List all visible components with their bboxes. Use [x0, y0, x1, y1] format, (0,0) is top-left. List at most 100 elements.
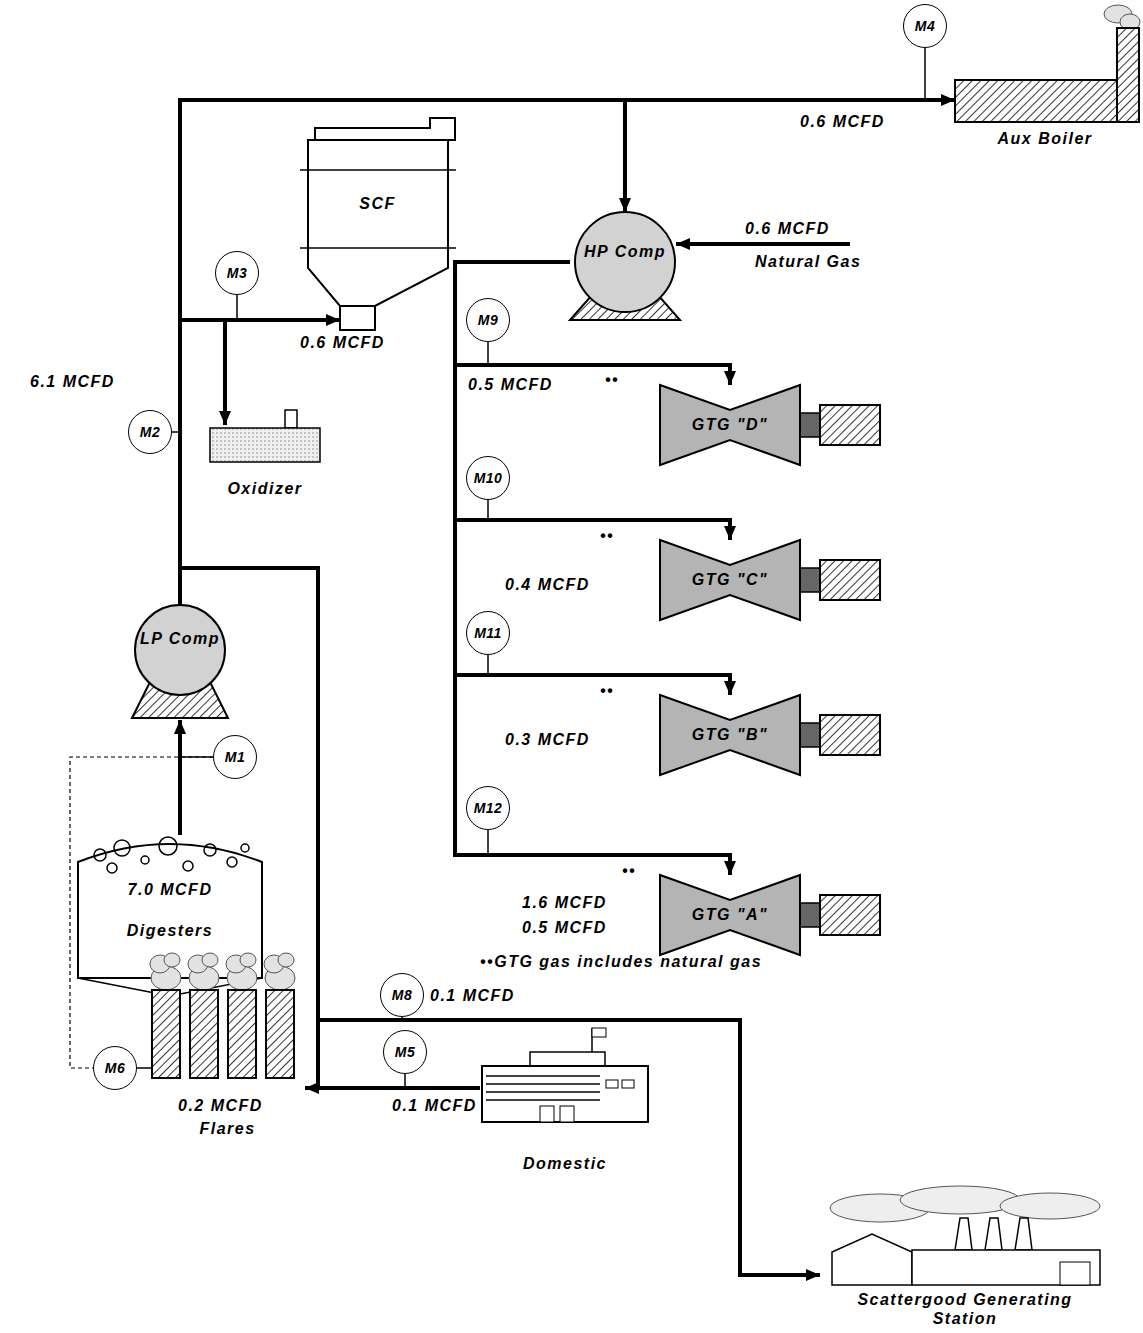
- flow-meter: M12: [466, 786, 510, 830]
- drawing-part: [315, 118, 455, 140]
- drawing-part: [660, 540, 880, 620]
- drawing-part: [486, 1099, 600, 1101]
- drawing-part: [487, 830, 489, 853]
- drawing-part: [141, 856, 149, 864]
- drawing-part: [955, 1218, 972, 1250]
- gas-pipe: [180, 568, 820, 1275]
- compressor-unit: HP Comp: [570, 212, 680, 322]
- flow-label: ••GTG gas includes natural gas: [480, 952, 762, 971]
- gas-pipe: [180, 320, 340, 605]
- drawing-part: [560, 1106, 574, 1122]
- aux-boiler: [955, 5, 1140, 122]
- node-text: GTG "B": [692, 725, 768, 744]
- flow-meter: M6: [93, 1046, 137, 1090]
- drawing-part: [114, 840, 130, 856]
- compressor-unit: LP Comp: [135, 605, 225, 720]
- drawing-part: [135, 605, 225, 695]
- flow-label: 0.6 MCFD: [300, 333, 385, 352]
- gas-pipe: [180, 320, 225, 605]
- meter-tag: M6: [105, 1060, 125, 1077]
- drawing-part: [241, 844, 249, 852]
- drawing-part: [660, 875, 880, 955]
- flow-meter: M5: [383, 1030, 427, 1074]
- drawing-part: [107, 863, 117, 873]
- drawing-part: [236, 295, 238, 318]
- node-text: Domestic: [523, 1154, 607, 1173]
- drawing-part: [150, 953, 181, 1078]
- drawing-part: [226, 953, 257, 1078]
- drawing-part: [308, 140, 448, 306]
- drawing-part: [622, 1080, 634, 1088]
- drawing-part: [487, 655, 489, 673]
- gas-pipe: [455, 262, 730, 875]
- flow-label: ••: [600, 526, 614, 545]
- drawing-part: [227, 857, 237, 867]
- meter-tag: M3: [227, 265, 247, 282]
- signal-line: [70, 757, 213, 1068]
- flow-label: Natural Gas: [755, 252, 861, 271]
- drawing-part: [606, 1080, 618, 1088]
- flow-label: 0.5 MCFD: [468, 375, 553, 394]
- flow-label: 0.2 MCFD: [178, 1096, 263, 1115]
- vessel-unit: SCF: [340, 118, 455, 330]
- flow-meter: M1: [213, 735, 257, 779]
- drawing-part: [487, 342, 489, 363]
- flow-label: 0.6 MCFD: [745, 219, 830, 238]
- meter-tag: M5: [395, 1044, 415, 1061]
- drawing-part: [486, 1083, 600, 1085]
- flare-stacks: [150, 953, 295, 1078]
- node-text: Oxidizer: [227, 479, 302, 498]
- meter-tag: M12: [474, 800, 503, 817]
- flow-meter: M2: [128, 410, 172, 454]
- drawing-part: [204, 844, 216, 856]
- hp-compressor: [570, 212, 680, 320]
- flow-meter: M9: [466, 298, 510, 342]
- node-text: HP Comp: [584, 242, 666, 261]
- turbine-unit: GTG "C": [660, 540, 800, 620]
- drawing-part: [832, 1234, 912, 1285]
- drawing-part: [486, 1076, 600, 1100]
- drawing-part: [401, 1017, 403, 1018]
- meter-tag: M4: [915, 18, 935, 35]
- drawing-part: [575, 212, 675, 312]
- gas-pipe: [455, 262, 730, 385]
- node-text: Scattergood Generating Station: [853, 1290, 1078, 1328]
- natural-gas-feed: [676, 242, 850, 246]
- gas-pipe: [180, 100, 955, 605]
- drawing-part: [660, 385, 880, 465]
- drawing-part: [404, 1074, 406, 1086]
- node-text: GTG "A": [692, 905, 768, 924]
- drawing-part: [340, 306, 375, 330]
- node-text: 7.0 MCFD: [128, 880, 213, 899]
- drawing-part: [487, 500, 489, 518]
- node-text: SCF: [359, 194, 396, 213]
- flow-meter: M8: [380, 973, 424, 1017]
- station-unit: Scattergood Generating Station: [820, 1190, 1110, 1330]
- meter-tag: M1: [225, 749, 245, 766]
- flow-label: ••: [605, 370, 619, 389]
- drawing-part: [300, 247, 456, 249]
- meter-tag: M10: [474, 470, 503, 487]
- drawing-part: [1117, 28, 1139, 122]
- drawing-part: [94, 849, 106, 861]
- flow-label: 0.4 MCFD: [505, 575, 590, 594]
- drawing-part: [912, 1250, 1100, 1285]
- drawing-part: [1060, 1262, 1090, 1285]
- meter-tag: M9: [478, 312, 498, 329]
- flow-meter: M3: [215, 251, 259, 295]
- node-text: Aux Boiler: [997, 129, 1092, 148]
- drawing-part: [955, 80, 1117, 122]
- flow-label: 0.3 MCFD: [505, 730, 590, 749]
- flow-label: 0.5 MCFD: [522, 918, 607, 937]
- drawing-part: [264, 953, 295, 1078]
- turbine-unit: GTG "A": [660, 875, 800, 955]
- drawing-part: [924, 48, 926, 98]
- flow-label: 0.1 MCFD: [392, 1096, 477, 1115]
- generating-station: [830, 1186, 1100, 1285]
- drawing-part: [285, 410, 297, 428]
- drawing-part: [486, 1075, 600, 1077]
- gas-pipe: [455, 262, 730, 695]
- drawing-part: [300, 169, 456, 171]
- flow-meter: M10: [466, 456, 510, 500]
